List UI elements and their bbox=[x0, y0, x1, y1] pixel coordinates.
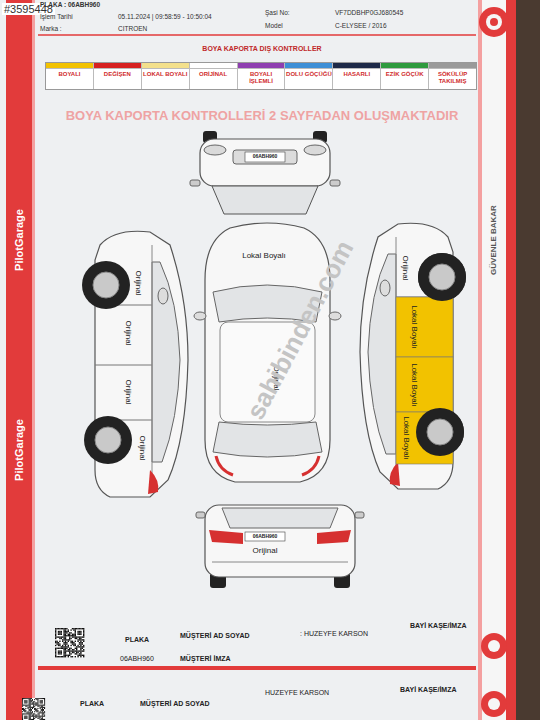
field-name: Şasi No: bbox=[265, 9, 290, 16]
part-status: Orijinal bbox=[253, 547, 278, 556]
legend-swatch bbox=[238, 63, 285, 69]
legend-item: LOKAL BOYALI bbox=[142, 63, 190, 89]
legend-text: SÖKÜLÜP TAKILMIŞ bbox=[429, 69, 476, 84]
form-field: MÜŞTERİ AD SOYAD bbox=[140, 700, 210, 708]
form-field: MÜŞTERİ AD SOYAD bbox=[180, 632, 250, 640]
part-status: Lokal Boyalı bbox=[242, 252, 286, 261]
legend-item: EZİK GÖÇÜK bbox=[381, 63, 429, 89]
plate-text: 06ABH960 bbox=[253, 154, 278, 160]
field-name: Model bbox=[265, 22, 283, 29]
form-field: BAYİ KAŞE/İMZA bbox=[400, 686, 457, 694]
form-value: 06ABH960 bbox=[120, 655, 154, 663]
field-name: Marka : bbox=[40, 25, 62, 32]
form-field: BAYİ KAŞE/İMZA bbox=[410, 622, 467, 630]
section-title: BOYA KAPORTA DIŞ KONTROLLER bbox=[202, 45, 321, 52]
form-field: PLAKA bbox=[80, 700, 104, 708]
form-field: MÜŞTERİ İMZA bbox=[180, 655, 231, 663]
part-status: Orijinal bbox=[138, 436, 147, 461]
part-status: Lokal Boyalı bbox=[410, 305, 419, 349]
legend-text: ORİJİNAL bbox=[199, 69, 227, 78]
legend-text: EZİK GÖÇÜK bbox=[386, 69, 424, 78]
part-status: Orijinal bbox=[124, 380, 133, 405]
legend-swatch bbox=[333, 63, 380, 69]
form-field: PLAKA bbox=[125, 636, 149, 644]
field-name: İşlem Tarihi bbox=[40, 13, 73, 20]
legend-swatch bbox=[381, 63, 428, 69]
brand-name: PilotGarage bbox=[13, 419, 25, 481]
field-value: VF7DDBHP0GJ680545 bbox=[335, 9, 403, 16]
legend-swatch bbox=[142, 63, 189, 69]
legend-swatch bbox=[46, 63, 93, 69]
part-status: Lokal Boyalı bbox=[402, 416, 411, 460]
legend-swatch bbox=[285, 63, 332, 69]
legend-item: BOYALI İŞLEMLİ bbox=[238, 63, 286, 89]
legend-text: BOYALI bbox=[58, 69, 80, 78]
slogan: GÜVENLE BAKAR bbox=[490, 205, 499, 275]
legend: BOYALI DEĞİŞEN LOKAL BOYALI ORİJİNAL BOYALI … bbox=[45, 62, 477, 90]
watermark-note: BOYA KAPORTA KONTROLLERİ 2 SAYFADAN OLUŞ… bbox=[66, 109, 459, 123]
plate-header: PLAKA : 06ABH960 bbox=[40, 1, 100, 8]
plate-text: 06ABH960 bbox=[253, 534, 278, 540]
part-status: Orijinal bbox=[124, 321, 133, 346]
legend-item: DEĞİŞEN bbox=[94, 63, 142, 89]
brand-name: PilotGarage bbox=[13, 209, 25, 271]
part-status: Lokal Boyalı bbox=[410, 363, 419, 407]
legend-text: DEĞİŞEN bbox=[104, 69, 131, 78]
legend-text: LOKAL BOYALI bbox=[143, 69, 187, 78]
legend-item: HASARLI bbox=[333, 63, 381, 89]
legend-text: HASARLI bbox=[343, 69, 370, 78]
part-status: Orijinal bbox=[134, 271, 143, 296]
field-value: C-ELYSEE / 2016 bbox=[335, 22, 387, 29]
field-value: 05.11.2024 | 09:58:59 - 10:50:04 bbox=[118, 13, 212, 20]
legend-swatch bbox=[94, 63, 141, 69]
form-value: : HUZEYFE KARSON bbox=[300, 630, 368, 638]
legend-item: ORİJİNAL bbox=[190, 63, 238, 89]
form-value: HUZEYFE KARSON bbox=[265, 689, 329, 697]
field-value: CITROEN bbox=[118, 25, 147, 32]
legend-item: BOYALI bbox=[46, 63, 94, 89]
legend-text: DOLU GÖÇÜĞÜ bbox=[286, 69, 332, 78]
legend-text: BOYALI İŞLEMLİ bbox=[238, 69, 285, 84]
legend-item: DOLU GÖÇÜĞÜ bbox=[285, 63, 333, 89]
legend-swatch bbox=[429, 63, 476, 69]
legend-swatch bbox=[190, 63, 237, 69]
part-status: Orijinal bbox=[401, 256, 410, 281]
legend-item: SÖKÜLÜP TAKILMIŞ bbox=[429, 63, 476, 89]
